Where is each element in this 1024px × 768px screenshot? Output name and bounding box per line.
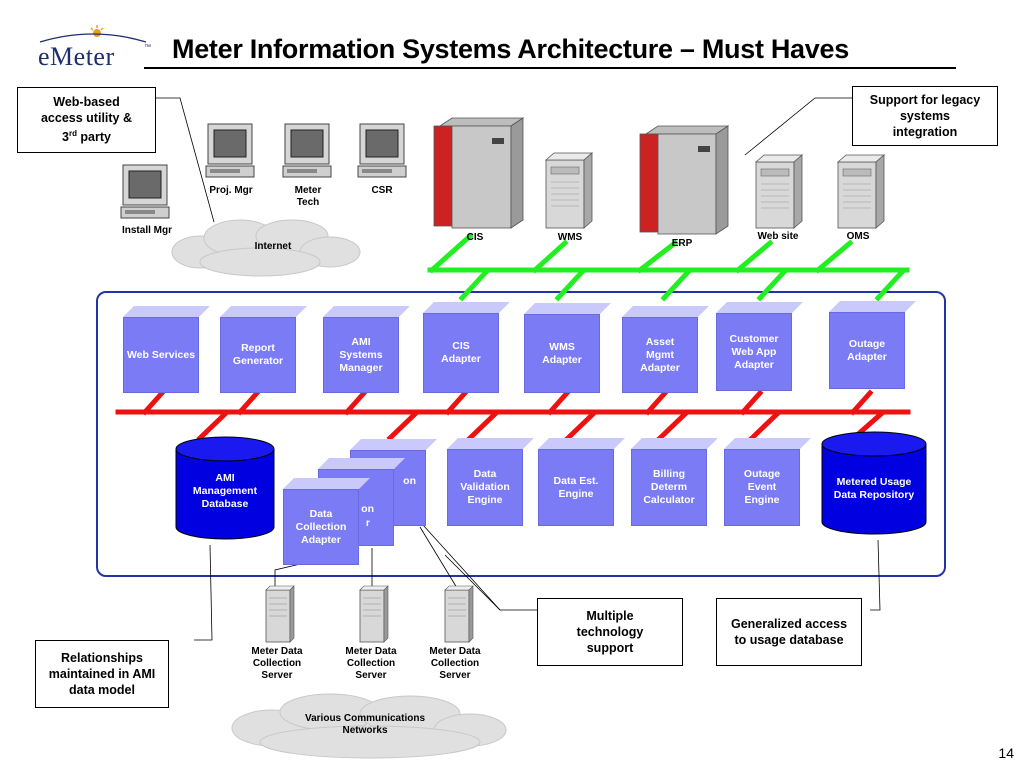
- callout-legacy-integration: Support for legacy systems integration: [852, 86, 998, 146]
- ami-systems-manager-box: AMI Systems Manager: [323, 317, 399, 393]
- logo-text: eMeter: [38, 42, 115, 71]
- label-wms: WMS: [557, 232, 583, 243]
- callout-generalized-access: Generalized access to usage database: [716, 598, 862, 666]
- leader-relationships: [194, 544, 213, 641]
- label-oms: OMS: [846, 231, 870, 242]
- mainframe-cis: [433, 117, 525, 229]
- data-collection-adapter-box: Data Collection Adapter: [283, 489, 359, 565]
- wms-adapter-box: WMS Adapter: [524, 314, 600, 393]
- collection-server-3: [444, 585, 474, 643]
- report-generator-box: Report Generator: [220, 317, 296, 393]
- leader-legacy: [744, 97, 852, 156]
- logo-trademark: ™: [144, 44, 151, 51]
- networks-cloud: [231, 693, 507, 759]
- outage-adapter-box: Outage Adapter: [829, 312, 905, 389]
- ami-platform-frame: [96, 291, 946, 577]
- data-est-engine-box: Data Est. Engine: [538, 449, 614, 526]
- label-erp: ERP: [671, 238, 693, 249]
- billing-determ-calculator-box: Billing Determ Calculator: [631, 449, 707, 526]
- emeter-logo: eMeter ™: [38, 25, 151, 71]
- data-validation-engine-box: Data Validation Engine: [447, 449, 523, 526]
- internet-cloud: [171, 219, 361, 277]
- internal-service-bus: [115, 389, 911, 442]
- collection-server-2: [359, 585, 389, 643]
- server-oms: [836, 154, 886, 229]
- metered-usage-database-cylinder: [821, 431, 927, 535]
- label-web-site: Web site: [757, 231, 799, 242]
- asset-mgmt-adapter-box: Asset Mgmt Adapter: [622, 317, 698, 393]
- server-wms: [544, 152, 594, 229]
- monitor-meter-tech: [282, 123, 332, 178]
- leader-generalized: [870, 539, 881, 611]
- label-collection-server-2: Meter Data Collection Server: [345, 646, 397, 681]
- monitor-csr: [357, 123, 407, 178]
- mainframe-erp: [639, 125, 730, 235]
- callout-web-based-access: Web-based access utility & 3rd party: [17, 87, 156, 153]
- monitor-install-mgr: [120, 164, 170, 219]
- label-meter-tech: Meter Tech: [294, 185, 322, 208]
- monitor-proj-mgr: [205, 123, 255, 178]
- legacy-integration-bus: [427, 232, 910, 302]
- ami-database-cylinder: [175, 436, 275, 540]
- label-install-mgr: Install Mgr: [121, 225, 172, 236]
- callout-relationships: Relationships maintained in AMI data mod…: [35, 640, 169, 708]
- label-cis: CIS: [466, 232, 484, 243]
- label-networks: Various Communications Networks: [304, 713, 426, 736]
- customer-web-app-adapter-box: Customer Web App Adapter: [716, 313, 792, 391]
- ami-management-database-label: AMI Management Database: [192, 472, 258, 510]
- leader-multiple-tech-2: [422, 524, 501, 611]
- cis-adapter-box: CIS Adapter: [423, 313, 499, 393]
- label-internet: Internet: [254, 241, 292, 252]
- label-collection-server-1: Meter Data Collection Server: [251, 646, 303, 681]
- title-underline: [144, 67, 956, 69]
- collection-server-1: [265, 585, 295, 643]
- logo-star-icon: [39, 25, 147, 43]
- outage-event-engine-box: Outage Event Engine: [724, 449, 800, 526]
- label-collection-server-3: Meter Data Collection Server: [429, 646, 481, 681]
- slide-title: Meter Information Systems Architecture –…: [172, 34, 849, 64]
- label-proj-mgr: Proj. Mgr: [209, 185, 253, 196]
- label-csr: CSR: [371, 185, 393, 196]
- metered-usage-repository-label: Metered Usage Data Repository: [833, 476, 915, 501]
- page-number: 14: [998, 745, 1014, 761]
- leader-web-based: [156, 97, 215, 223]
- server-web-site: [754, 154, 804, 229]
- callout-multiple-technology: Multiple technology support: [537, 598, 683, 666]
- web-services-box: Web Services: [123, 317, 199, 393]
